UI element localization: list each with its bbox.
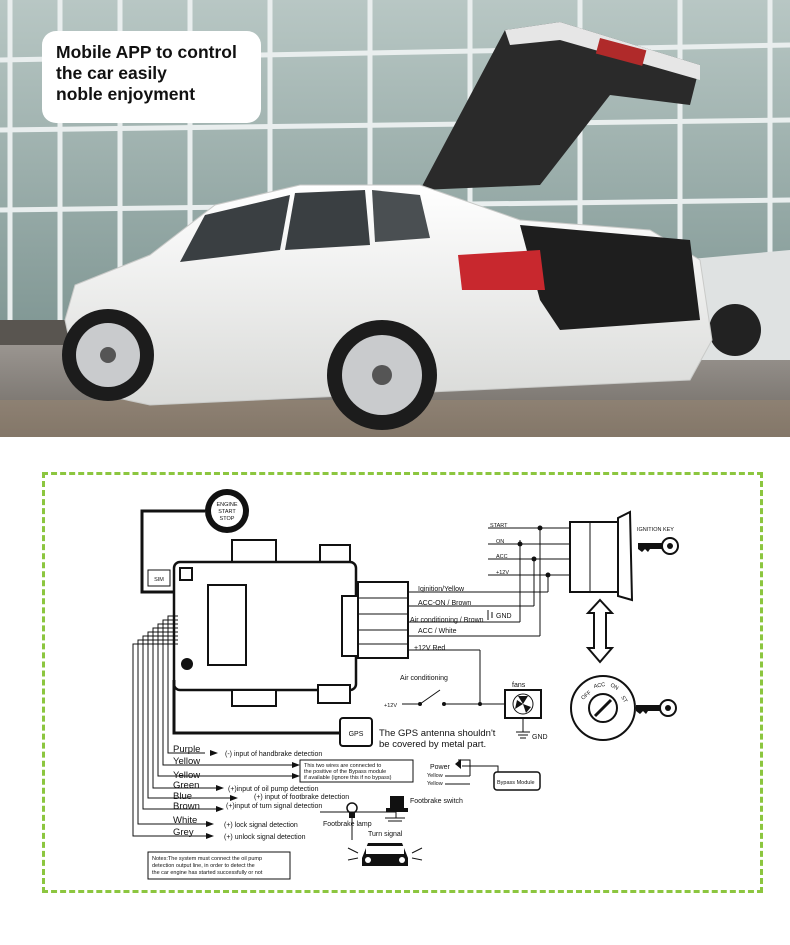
fan-ground: [516, 718, 530, 739]
trunk-interior: [520, 225, 700, 330]
input-color-green: Green: [173, 780, 199, 791]
terminal-on: ON: [496, 539, 504, 545]
input-color-purple: Purple: [173, 744, 200, 755]
output-acc-white: ACC / White: [418, 628, 457, 635]
output-air-cond: Air conditioning / Brown: [410, 617, 484, 624]
notes-box: [147, 851, 291, 880]
headline-line-1: Mobile APP to control: [56, 42, 237, 62]
svg-text:ACC: ACC: [593, 682, 606, 690]
start-button-line-2: START: [218, 509, 236, 515]
input-desc-lock: (+) lock signal detection: [224, 822, 298, 829]
car-photo: [0, 0, 790, 437]
input-arrows: [206, 750, 300, 839]
start-button-line-3: STOP: [220, 516, 235, 522]
input-desc-handbrake: (-) input of handbrake detection: [225, 751, 322, 758]
footbrake-switch-icon: [386, 796, 408, 812]
fan-gnd-label: GND: [532, 734, 548, 741]
footbrake-switch-label: Footbrake switch: [410, 798, 463, 805]
input-desc-turn-signal: (+)input of turn signal detection: [226, 803, 322, 810]
bypass-module-box: [493, 771, 541, 791]
fans-label: fans: [512, 682, 526, 689]
wire-junctions: [517, 525, 551, 578]
notes-line-2: detection output line, in order to detec…: [152, 863, 255, 869]
double-arrow-icon: [585, 598, 615, 664]
car-front-icon: [347, 843, 423, 866]
open-tailgate: [420, 22, 700, 190]
ignition-switch: [569, 510, 634, 602]
output-gnd: GND: [496, 613, 512, 620]
notes-line-1: Notes:The system must connect the oil pu…: [152, 856, 262, 862]
gps-antenna: [339, 717, 373, 747]
input-desc-unlock: (+) unlock signal detection: [224, 834, 306, 841]
input-wire-bundle: [132, 615, 295, 837]
bypass-note-box: [299, 759, 414, 783]
output-red: +12V Red: [414, 645, 445, 652]
bypass-wiring: [445, 759, 499, 785]
notes-line-3: the car engine has started successfully …: [152, 870, 263, 876]
headline-line-3: noble enjoyment: [56, 84, 196, 104]
input-color-brown: Brown: [173, 801, 200, 812]
start-button-line-1: ENGINE: [216, 502, 237, 508]
wiring-diagram: ENGINE START STOP SIM GPS The: [132, 489, 679, 880]
footbrake-lamp-label: Footbrake lamp: [323, 821, 372, 828]
start-button-cable: [140, 509, 205, 594]
bypass-note-3: if available (ignore this if no bypass): [304, 775, 392, 781]
input-descriptions: (-) input of handbrake detection (+)inpu…: [224, 751, 349, 841]
footbrake-wiring: [320, 811, 405, 840]
terminal-12v: +12V: [496, 570, 509, 576]
plus12v-label: +12V: [384, 703, 397, 709]
input-color-grey: Grey: [173, 827, 194, 838]
sim-label: SIM: [154, 577, 164, 583]
gps-note-1: The GPS antenna shouldn't: [379, 728, 496, 739]
ignition-key-title: IGNITION KEY: [637, 527, 674, 533]
output-wires: [408, 527, 570, 651]
diagram-frame: [42, 472, 763, 893]
input-color-yellow-1: Yellow: [173, 756, 200, 767]
power-label: Power: [430, 764, 451, 771]
turn-signal-label: Turn signal: [368, 831, 403, 838]
bypass-note-1: This two wires are connected to: [304, 763, 381, 769]
key-icon: [638, 537, 679, 555]
ignition-lock-icon: OFF ACC ON ST: [570, 675, 636, 741]
headline-callout: Mobile APP to control the car easily nob…: [42, 31, 261, 123]
bypass-module-label: Bypass Module: [497, 780, 535, 786]
output-acc-on: ACC-ON / Brown: [418, 600, 471, 607]
gps-note-2: be covered by metal part.: [379, 739, 486, 750]
input-labels: Purple Yellow Yellow Green Blue Brown Wh…: [173, 744, 200, 838]
svg-text:ON: ON: [609, 683, 619, 692]
sim-card: [147, 569, 171, 587]
input-color-white: White: [173, 815, 197, 826]
bypass-note-2: the positive of the Bypass module: [304, 769, 386, 775]
gps-label: GPS: [349, 731, 364, 738]
terminal-start: START: [490, 523, 508, 529]
power-arrow-icon: [455, 759, 461, 769]
yellow-a-label: Yellow: [427, 773, 443, 779]
control-unit: [172, 539, 358, 707]
key-icon-2: [636, 699, 677, 717]
input-desc-oil-pump: (+)input of oil pump detection: [228, 786, 319, 793]
input-color-yellow-2: Yellow: [173, 770, 200, 781]
footbrake-lamp-icon: [346, 802, 358, 818]
output-connector: [341, 581, 409, 659]
headline-line-2: the car easily: [56, 63, 167, 83]
engine-start-button: ENGINE START STOP: [205, 489, 249, 533]
car-window-rear: [285, 190, 370, 250]
car-window-front: [180, 195, 290, 262]
input-color-blue: Blue: [173, 791, 192, 802]
yellow-b-label: Yellow: [427, 781, 443, 787]
taillight: [458, 250, 545, 290]
output-ignition: Iginition/Yellow: [418, 586, 465, 593]
svg-text:ST: ST: [619, 695, 628, 705]
air-cond-switch: [402, 650, 505, 705]
gps-cable: [172, 680, 340, 735]
fan-icon: [504, 689, 542, 719]
terminal-acc: ACC: [496, 554, 508, 560]
air-cond-label: Air conditioning: [400, 675, 448, 682]
input-desc-footbrake: (+) input of footbrake detection: [254, 794, 349, 801]
